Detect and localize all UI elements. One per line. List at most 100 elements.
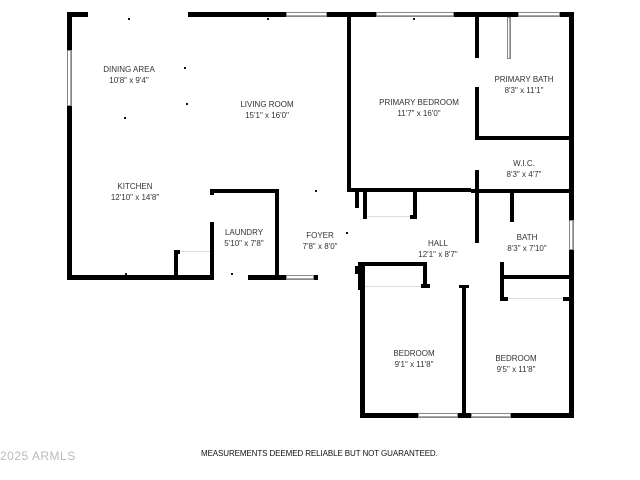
window <box>67 50 72 106</box>
room-dims: 11'7" x 16'0" <box>397 109 441 118</box>
wall <box>569 12 574 220</box>
room-name: KITCHEN <box>117 182 153 191</box>
wall <box>275 189 279 280</box>
window <box>569 220 574 250</box>
wall <box>360 413 418 418</box>
room-dims: 5'10" x 7'8" <box>224 239 264 248</box>
room-label-living-room: LIVING ROOM 15'1" x 16'0" <box>240 99 293 121</box>
wall <box>363 215 367 219</box>
wall <box>188 12 286 17</box>
wall <box>475 170 479 192</box>
wall <box>410 215 417 219</box>
room-dims: 12'10" x 14'8" <box>110 193 160 202</box>
room-name: W.I.C. <box>513 159 535 168</box>
wall <box>475 12 479 58</box>
wall <box>174 250 178 280</box>
wall <box>454 12 518 17</box>
marker-dot <box>128 18 130 20</box>
room-label-wic: W.I.C. 8'3" x 4'7" <box>507 158 542 180</box>
room-label-laundry: LAUNDRY 5'10" x 7'8" <box>224 227 263 249</box>
wall <box>248 275 286 280</box>
room-dims: 12'1" x 8'7" <box>418 250 458 259</box>
room-name: BEDROOM <box>495 354 537 363</box>
wall <box>500 262 504 300</box>
wall <box>511 413 574 418</box>
wall <box>569 250 574 418</box>
wall <box>347 12 351 190</box>
room-name: BEDROOM <box>393 349 435 358</box>
wall <box>347 188 471 192</box>
room-label-dining-area: DINING AREA 10'8" x 9'4" <box>103 64 155 86</box>
room-dims: 10'8" x 9'4" <box>109 76 149 85</box>
room-name: LAUNDRY <box>224 228 264 237</box>
wall <box>210 222 214 280</box>
wall <box>363 190 367 218</box>
closet-line <box>367 216 410 217</box>
room-label-bath: BATH 8'3" x 7'10" <box>507 232 546 254</box>
measurement-disclaimer: MEASUREMENTS DEEMED RELIABLE BUT NOT GUA… <box>201 449 438 458</box>
marker-dot <box>267 18 269 20</box>
wall <box>471 189 574 193</box>
wall <box>500 297 508 301</box>
room-dims: 8'3" x 7'10" <box>507 244 547 253</box>
wall <box>174 250 180 254</box>
marker-dot <box>231 273 233 275</box>
room-label-bedroom-1: BEDROOM 9'1" x 11'8" <box>393 348 434 370</box>
shower-glass <box>507 17 511 59</box>
room-name: LIVING ROOM <box>240 100 294 109</box>
wall <box>67 12 72 50</box>
window <box>286 275 314 280</box>
room-label-hall: HALL 12'1" x 8'7" <box>418 238 457 260</box>
window <box>418 413 458 418</box>
room-dims: 9'5" x 11'8" <box>496 365 536 374</box>
wall <box>358 262 363 290</box>
room-label-kitchen: KITCHEN 12'10" x 14'8" <box>111 181 159 203</box>
room-label-bedroom-2: BEDROOM 9'5" x 11'8" <box>495 353 536 375</box>
wall <box>510 192 514 222</box>
copyright-watermark: 2025 ARMLS <box>0 449 76 463</box>
marker-dot <box>124 117 126 119</box>
wall <box>421 284 430 288</box>
room-name: PRIMARY BEDROOM <box>379 98 459 107</box>
window <box>376 12 454 17</box>
wall <box>314 275 318 280</box>
room-dims: 9'1" x 11'8" <box>394 360 434 369</box>
wall <box>363 262 427 266</box>
wall <box>560 12 574 17</box>
wall <box>500 275 574 279</box>
closet-line <box>365 286 421 287</box>
wall <box>67 12 88 17</box>
wall <box>327 12 376 17</box>
wall <box>67 275 214 280</box>
room-dims: 7'8" x 8'0" <box>302 242 338 251</box>
room-label-primary-bedroom: PRIMARY BEDROOM 11'7" x 16'0" <box>379 97 459 119</box>
room-name: HALL <box>427 239 448 248</box>
window <box>471 413 511 418</box>
wall <box>475 87 479 139</box>
room-name: BATH <box>516 233 538 242</box>
marker-dot <box>125 273 127 275</box>
marker-dot <box>413 18 415 20</box>
wall <box>210 189 279 193</box>
room-dims: 8'3" x 11'1" <box>504 86 544 95</box>
wall <box>563 297 574 301</box>
wall <box>210 189 214 195</box>
wall <box>462 285 466 418</box>
wall <box>459 285 469 288</box>
room-name: DINING AREA <box>103 65 155 74</box>
pantry-line <box>180 251 210 252</box>
room-label-foyer: FOYER 7'8" x 8'0" <box>303 230 338 252</box>
wall <box>475 189 479 243</box>
marker-dot <box>346 232 348 234</box>
marker-dot <box>186 103 188 105</box>
closet-line <box>508 298 563 299</box>
wall <box>355 188 359 208</box>
room-dims: 15'1" x 16'0" <box>245 111 289 120</box>
wall <box>355 266 360 274</box>
room-dims: 8'3" x 4'7" <box>506 170 542 179</box>
wall <box>67 106 72 280</box>
marker-dot <box>184 67 186 69</box>
room-name: PRIMARY BATH <box>494 75 554 84</box>
wall <box>360 262 365 418</box>
wall <box>413 190 417 218</box>
